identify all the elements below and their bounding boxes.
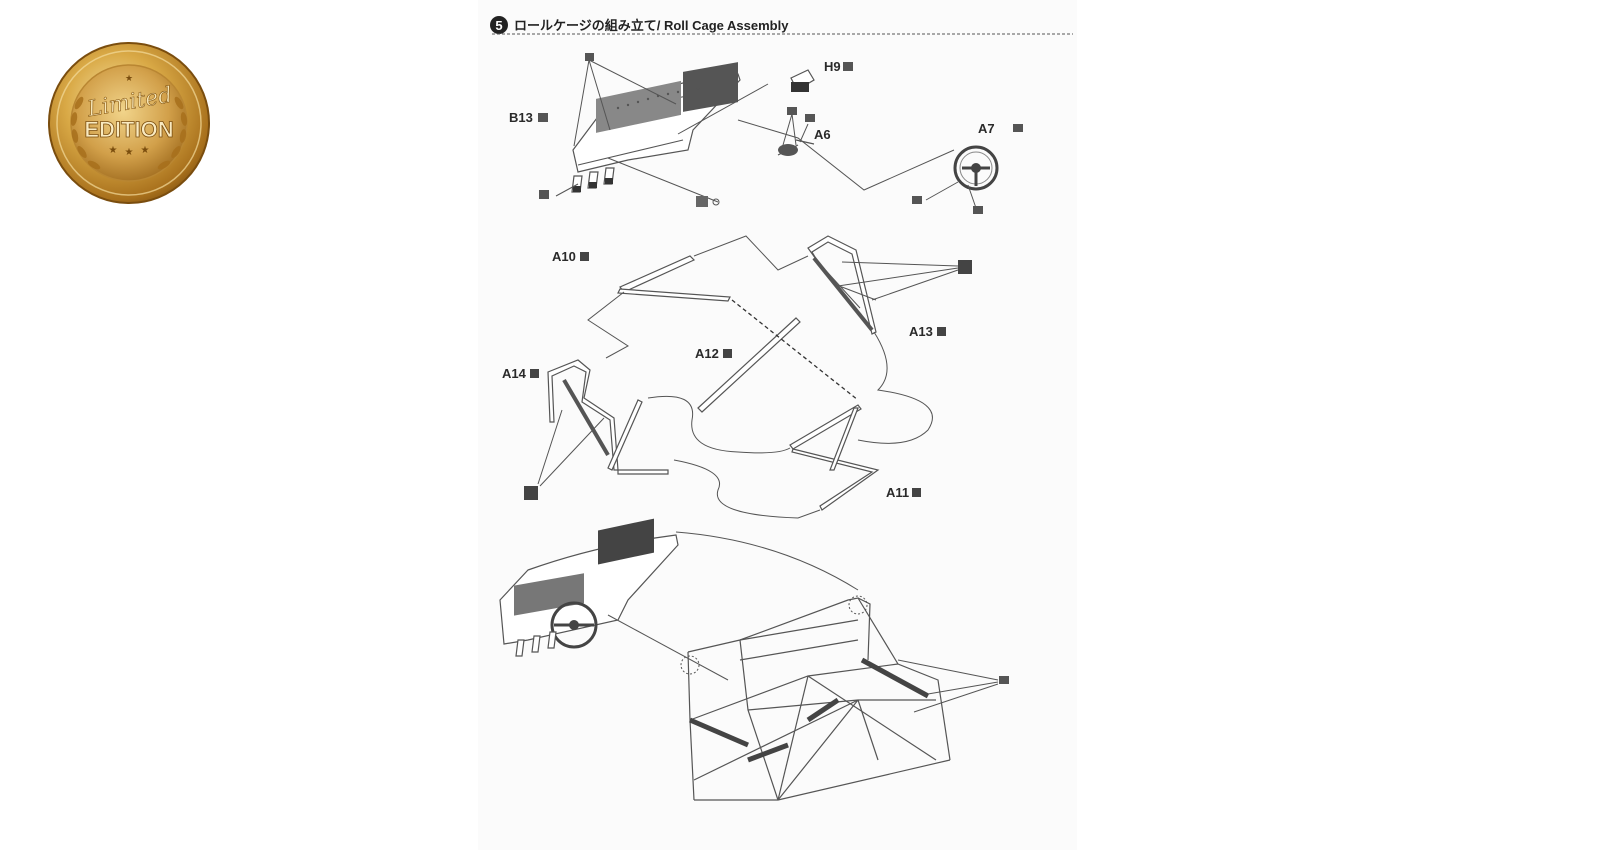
label-b13: B13 bbox=[509, 110, 533, 125]
label-a14-chip bbox=[530, 369, 539, 378]
badge-edition-text: EDITION bbox=[84, 117, 173, 142]
step-title: ロールケージの組み立て/ Roll Cage Assembly bbox=[514, 18, 789, 33]
label-a6: A6 bbox=[814, 127, 831, 142]
step-number-badge bbox=[490, 16, 508, 34]
assembled-cage bbox=[499, 518, 1009, 801]
label-a11-chip bbox=[912, 488, 921, 497]
limited-edition-badge: ★ ★ ★ ★ Limited EDITION bbox=[48, 42, 210, 204]
h9-part bbox=[790, 69, 815, 92]
instruction-sheet: 5 ロールケージの組み立て/ Roll Cage Assembly bbox=[478, 0, 1077, 850]
label-a13: A13 bbox=[909, 324, 933, 339]
a6-part bbox=[737, 107, 955, 191]
label-a7: A7 bbox=[978, 121, 995, 136]
label-a14: A14 bbox=[502, 366, 527, 381]
label-a12-chip bbox=[723, 349, 732, 358]
laurel-right-icon bbox=[157, 96, 188, 170]
label-a13-chip bbox=[937, 327, 946, 336]
a7-steering-wheel bbox=[912, 124, 1023, 214]
d-part bbox=[696, 196, 720, 207]
label-a11: A11 bbox=[886, 485, 909, 500]
cage-parts bbox=[524, 235, 972, 519]
step-number: 5 bbox=[495, 18, 502, 33]
label-h9: H9 bbox=[824, 59, 841, 74]
svg-text:★: ★ bbox=[141, 145, 150, 156]
svg-text:★: ★ bbox=[109, 145, 118, 156]
label-h9-chip bbox=[843, 62, 853, 71]
svg-text:★: ★ bbox=[125, 147, 134, 158]
label-a12: A12 bbox=[695, 346, 719, 361]
stars-icon: ★ ★ ★ ★ bbox=[109, 74, 150, 158]
step-header: 5 ロールケージの組み立て/ Roll Cage Assembly bbox=[490, 16, 1073, 35]
dashboard-part bbox=[539, 53, 769, 203]
label-a10: A10 bbox=[552, 249, 576, 264]
svg-text:★: ★ bbox=[125, 74, 133, 84]
label-a10-chip bbox=[580, 252, 589, 261]
label-b13-chip bbox=[538, 113, 548, 122]
laurel-left-icon bbox=[70, 96, 101, 170]
